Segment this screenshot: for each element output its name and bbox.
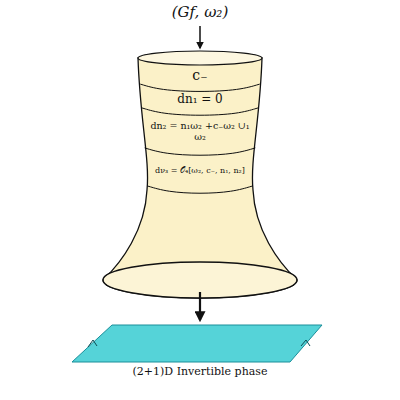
orientation-mark <box>301 340 310 346</box>
phase-label: (2+1)D Invertible phase <box>68 366 332 379</box>
band-equation: dn₂ = n₁ω₂ +c₋ω₂ ∪₁ ω₂ <box>149 121 251 143</box>
funnel-band: dν₃ = 𝒪₄[ω₂, c₋, n₁, n₂] <box>148 148 252 186</box>
band-divider <box>142 108 258 115</box>
band-divider <box>145 148 256 155</box>
funnel-band: dn₂ = n₁ω₂ +c₋ω₂ ∪₁ ω₂ <box>145 108 255 148</box>
band-equation: c₋ <box>192 67 207 83</box>
band-equation: dν₃ = 𝒪₄[ω₂, c₋, n₁, n₂] <box>155 166 245 175</box>
band-equation: dn₁ = 0 <box>177 93 223 107</box>
phase-plane <box>68 322 332 366</box>
orientation-mark <box>88 340 97 347</box>
band-divider <box>140 84 259 91</box>
funnel-top <box>138 51 262 65</box>
invertible-phase-plane: (2+1)D Invertible phase <box>68 322 332 379</box>
funnel-band: dn₁ = 0 <box>143 84 256 108</box>
plane-shape <box>72 325 322 362</box>
input-arrow <box>199 26 201 48</box>
band-divider <box>147 186 253 193</box>
funnel-body <box>103 58 297 298</box>
output-arrow <box>199 292 201 320</box>
input-label: (Gf, ω₂) <box>172 3 228 21</box>
funnel-band: c₋ <box>142 58 259 84</box>
